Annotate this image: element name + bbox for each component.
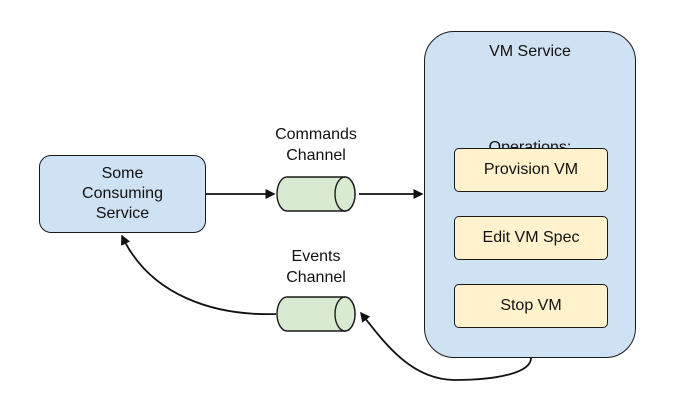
commands-channel-cylinder bbox=[276, 176, 356, 212]
vm-service-node: VM Service Operations: Provision VM Edit… bbox=[424, 31, 636, 358]
operation-label: Stop VM bbox=[500, 297, 562, 314]
consuming-service-node: Some Consuming Service bbox=[39, 155, 206, 233]
consuming-service-label: Some Consuming Service bbox=[82, 165, 163, 222]
operation-label: Provision VM bbox=[483, 161, 579, 178]
arrow-events-channel-to-consumer bbox=[121, 234, 277, 315]
arrow-vm-service-to-events-channel bbox=[360, 311, 532, 381]
events-channel-cylinder bbox=[276, 296, 356, 332]
vm-service-title: VM Service bbox=[489, 43, 571, 60]
commands-channel-label: Commands Channel bbox=[275, 126, 357, 164]
events-channel-label: Events Channel bbox=[286, 248, 346, 286]
operation-provision-vm: Provision VM bbox=[454, 148, 608, 192]
operation-edit-vm-spec: Edit VM Spec bbox=[454, 216, 608, 260]
operation-stop-vm: Stop VM bbox=[454, 284, 608, 328]
operation-label: Edit VM Spec bbox=[482, 229, 580, 246]
